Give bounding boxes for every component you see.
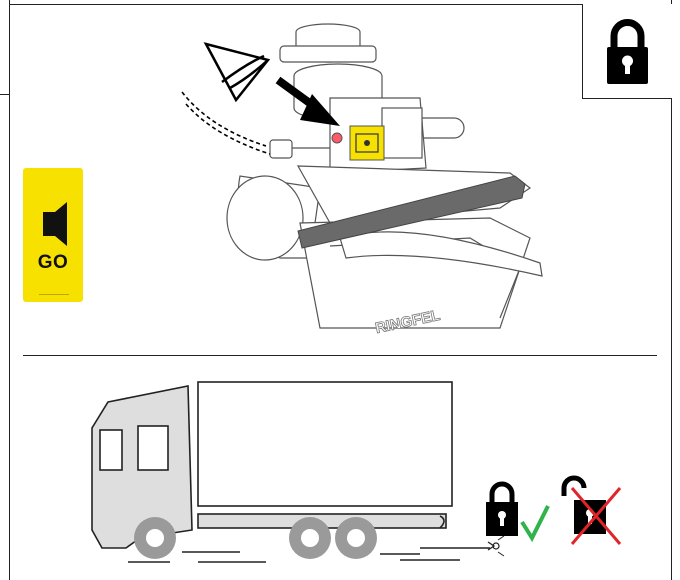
go-label: GO [23, 252, 83, 274]
padlock-locked-icon [486, 484, 518, 536]
padlock-unlocked-icon [564, 478, 606, 534]
lock-status-box [582, 4, 672, 99]
eye-icon [206, 44, 268, 100]
frame-top-border [9, 4, 672, 5]
padlock-locked-icon [583, 4, 672, 98]
frame-left-border [9, 0, 10, 580]
sticker-fine-print [23, 293, 83, 296]
go-sticker: GO [23, 168, 83, 302]
inspection-overlay [170, 8, 550, 208]
arrow-icon [278, 80, 340, 126]
check-icon [522, 506, 548, 538]
left-tab-divider [0, 94, 10, 95]
truck-illustration [80, 370, 640, 575]
section-divider [23, 355, 657, 356]
speaker-icon [23, 168, 83, 248]
